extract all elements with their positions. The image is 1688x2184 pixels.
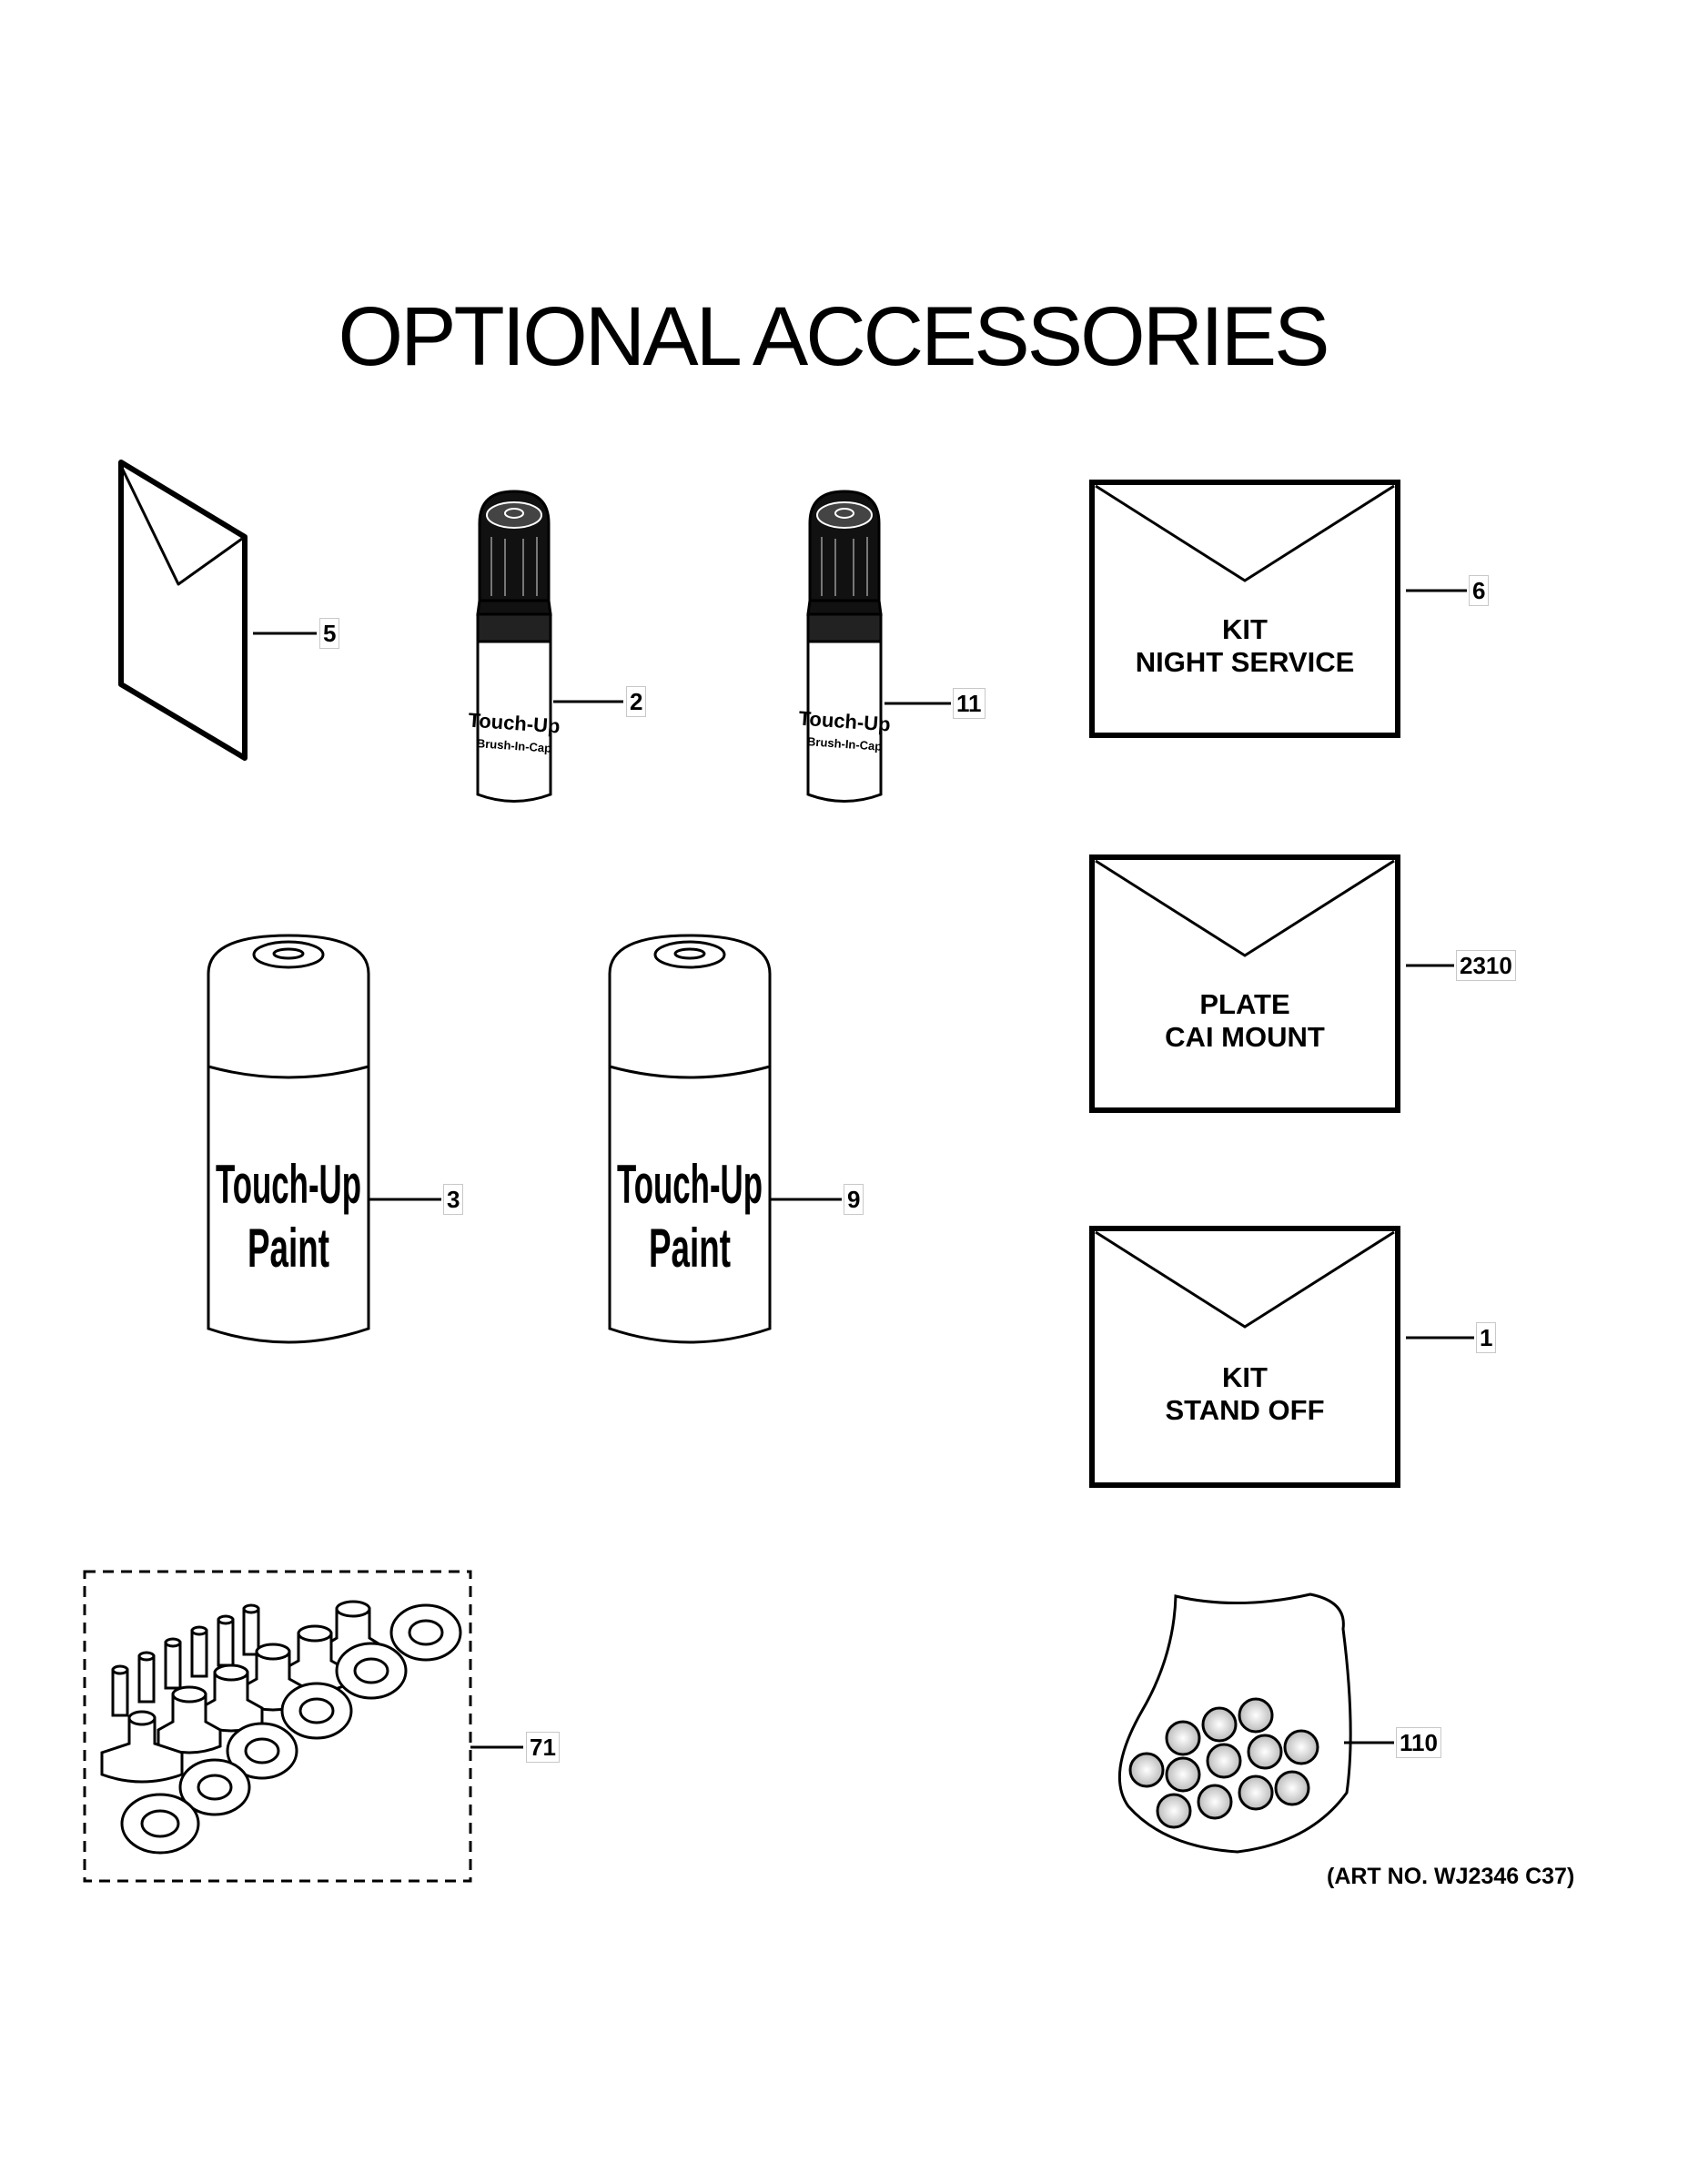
spray-can-a bbox=[207, 934, 370, 1344]
kit-stand-off-line1: KIT bbox=[1222, 1361, 1268, 1393]
page-title: OPTIONAL ACCESSORIES bbox=[338, 290, 1330, 383]
spray-can-b-line1: Touch-Up bbox=[617, 1154, 763, 1215]
callout-71: 71 bbox=[526, 1732, 560, 1763]
callout-3: 3 bbox=[443, 1184, 464, 1215]
kit-night-service-line1: KIT bbox=[1222, 613, 1268, 645]
manual-card bbox=[118, 460, 248, 761]
plate-cai-mount-line2: CAI MOUNT bbox=[1165, 1021, 1325, 1053]
spray-can-b bbox=[608, 934, 772, 1344]
callout-2310: 2310 bbox=[1456, 950, 1516, 981]
envelope-plate-cai-mount bbox=[1089, 854, 1400, 1113]
brush-pen-b bbox=[806, 490, 883, 803]
plate-cai-mount-line1: PLATE bbox=[1199, 988, 1289, 1020]
bushing-kit bbox=[83, 1570, 472, 1883]
brush-pen-b-label-sub: Brush-In-Cap bbox=[807, 734, 883, 753]
spray-can-b-line2: Paint bbox=[649, 1218, 731, 1279]
brush-pen-a bbox=[476, 490, 552, 803]
envelope-kit-night-service bbox=[1089, 480, 1400, 738]
brush-pen-a-label-sub: Brush-In-Cap bbox=[476, 736, 551, 755]
envelope-kit-stand-off bbox=[1089, 1226, 1400, 1488]
callout-2: 2 bbox=[626, 686, 647, 717]
art-number: (ART NO. WJ2346 C37) bbox=[1327, 1864, 1575, 1889]
spray-can-a-line1: Touch-Up bbox=[216, 1154, 361, 1215]
callout-6: 6 bbox=[1469, 575, 1490, 606]
callout-11: 11 bbox=[953, 688, 986, 719]
callout-5: 5 bbox=[319, 618, 340, 649]
screw-bag bbox=[1117, 1592, 1352, 1854]
kit-night-service-line2: NIGHT SERVICE bbox=[1136, 646, 1355, 678]
callout-1: 1 bbox=[1476, 1322, 1497, 1353]
callout-110: 110 bbox=[1396, 1727, 1441, 1758]
kit-stand-off-line2: STAND OFF bbox=[1165, 1394, 1324, 1426]
callout-9: 9 bbox=[844, 1184, 864, 1215]
spray-can-a-line2: Paint bbox=[248, 1218, 329, 1279]
